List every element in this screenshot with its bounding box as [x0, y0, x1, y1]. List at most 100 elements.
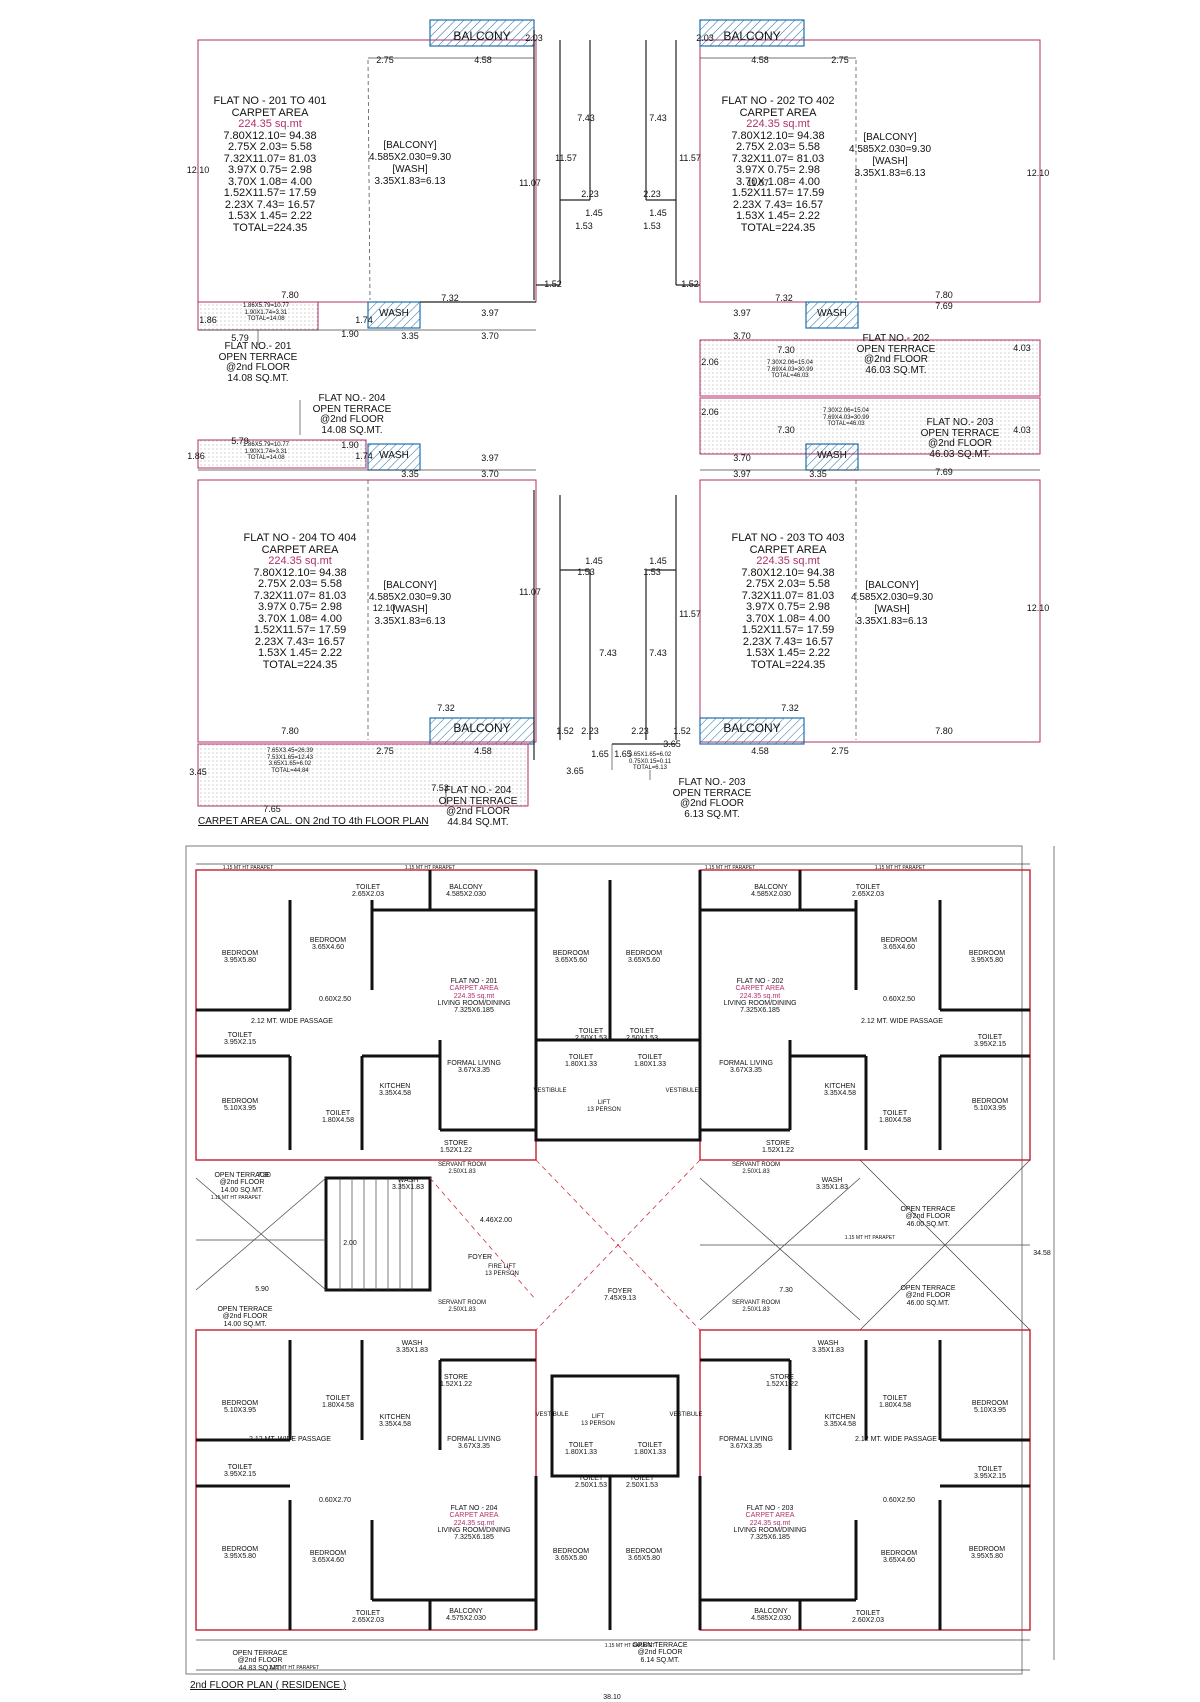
dimension-label: 7.80 — [281, 726, 299, 737]
dimension-label-line: 3.70 — [481, 331, 499, 341]
dimension-label-line: 0.60X2.70 — [319, 1497, 351, 1504]
flat-calc-block-line: 3.97X 0.75= 2.98 — [257, 601, 343, 614]
parapet-label: 1.15 MT HT PARAPET — [844, 1235, 896, 1242]
stair-treads — [339, 1178, 413, 1290]
dimension-label: 4.58 — [474, 746, 492, 757]
dimension-label: 1.52 — [681, 279, 699, 290]
room-label-line: 3.67X3.35 — [458, 1067, 490, 1075]
dimension-label: 11.57 — [679, 609, 701, 620]
room-label-line: 3.95X2.15 — [974, 1473, 1006, 1481]
dimension-label-line: 3.97 — [481, 453, 499, 463]
balcony-wash-note-line: [BALCONY] — [865, 580, 919, 591]
room-label-line: 4.575X2.030 — [446, 1615, 486, 1623]
dimension-label-line: 11.57 — [679, 609, 701, 619]
flat-calc-block-line: 7.80X12.10= 94.38 — [253, 566, 347, 579]
flat-calc-block-line: 1.53X 1.45= 2.22 — [735, 210, 821, 223]
dimension-label-line: 7.43 — [649, 113, 667, 123]
dimension-label: 3.97 — [481, 453, 499, 464]
terrace-label-line: OPEN TERRACE — [920, 427, 1000, 439]
dimension-label: 4.46X2.00 — [480, 1217, 512, 1225]
room-label-line: TOILET — [637, 1442, 663, 1449]
flat-label-line: 7.325X6.185 — [454, 1007, 494, 1015]
dimension-label: 3.65 — [566, 766, 584, 777]
dimension-label-line: 38.10 — [603, 1694, 621, 1701]
dimension-label: 7.32 — [781, 703, 799, 714]
dimension-label-line: 11.07 — [519, 587, 541, 597]
room-label-line: 3.95X5.80 — [971, 957, 1003, 965]
flat-calc-block-line: 7.32X11.07= 81.03 — [223, 152, 317, 165]
flat-label-line: LIVING ROOM/DINING — [723, 1000, 797, 1008]
lift-label-line: 13 PERSON — [587, 1106, 621, 1113]
room-label-line: 3.35X4.58 — [379, 1421, 411, 1429]
room-label-line: BEDROOM — [221, 1400, 259, 1407]
flat-calc-block-line: 7.32X11.07= 81.03 — [731, 152, 825, 165]
room-label-line: KITCHEN — [824, 1414, 856, 1421]
dimension-label: 11.07 — [519, 178, 541, 189]
upper-caption: CARPET AREA CAL. ON 2nd TO 4th FLOOR PLA… — [198, 816, 429, 827]
flat-calc-block-line: CARPET AREA — [261, 543, 339, 556]
flat-calc-block-line: TOTAL=224.35 — [232, 222, 308, 235]
dimension-label: 1.74 — [355, 315, 373, 326]
dimension-label-line: 2.06 — [701, 407, 719, 417]
dimension-label-line: 1.86 — [187, 451, 205, 461]
dimension-label-line: 7.30 — [779, 1287, 793, 1294]
terrace-calc-line: TOTAL=14.08 — [247, 455, 285, 462]
dimension-label: 1.90 — [341, 329, 359, 340]
balcony-wash-note-line: 3.35X1.83=6.13 — [374, 176, 446, 187]
dimension-label-line: 12.10 — [1026, 168, 1050, 178]
dimension-label-line: 12.10 — [186, 165, 210, 175]
passage-label: 2.12 MT. WIDE PASSAGE — [249, 1436, 331, 1444]
room-label-line: 3.65X5.60 — [555, 957, 587, 965]
room-label-line: 3.35X4.58 — [379, 1090, 411, 1098]
room-label-line: BEDROOM — [309, 937, 347, 944]
room-label-line: 5.10X3.95 — [224, 1407, 256, 1415]
dimension-label: 7.30 — [777, 345, 795, 356]
terrace-calc-line: 7.53X1.65=12.43 — [267, 754, 313, 761]
dimension-label-line: 2.75 — [376, 55, 394, 65]
room-label-line: 1.80X4.58 — [879, 1117, 911, 1125]
vestibule-label-line: VESTIBULE — [665, 1088, 699, 1094]
room-label-line: TOILET — [977, 1466, 1003, 1473]
terrace-label-line: 44.84 SQ.MT. — [447, 816, 509, 828]
dimension-label: 1.53 — [643, 221, 661, 232]
dimension-label-line: 1.74 — [355, 315, 373, 325]
dimension-label-line: 1.52 — [544, 279, 562, 289]
balcony-wash-note: [BALCONY]4.585X2.030=9.30[WASH]3.35X1.83… — [369, 140, 451, 188]
dimension-label: 3.35 — [401, 469, 419, 480]
dimension-label: 11.07 — [519, 587, 541, 598]
balcony-wash-note-line: [WASH] — [874, 604, 910, 615]
room-label-line: WASH — [397, 1177, 419, 1184]
terrace-label-line: 14.08 SQ.MT. — [321, 424, 383, 436]
balcony-wash-note-line: [WASH] — [392, 604, 428, 615]
parapet-label-line: 1.15 MT HT PARAPET — [844, 1235, 896, 1241]
dimension-label: 12.10 — [186, 165, 210, 176]
vestibule-label-line: VESTIBULE — [535, 1412, 569, 1418]
flat-calc-block-line: 2.75X 2.03= 5.58 — [735, 141, 821, 154]
room-label-line: 1.80X1.33 — [634, 1061, 666, 1069]
servant-room-label-line: 2.50X1.83 — [742, 1168, 770, 1175]
dimension-label-line: 1.53 — [643, 221, 661, 231]
lift-label-line: LIFT — [597, 1100, 611, 1106]
dimension-label-line: 3.70 — [733, 453, 751, 463]
room-label-line: 1.80X1.33 — [565, 1449, 597, 1457]
room-label-line: 3.35X1.83 — [812, 1347, 844, 1355]
dimension-label-line: 3.35 — [401, 469, 419, 479]
dimension-label: 5.90 — [255, 1286, 269, 1294]
room-label-line: STORE — [765, 1140, 790, 1147]
open-terrace-label-line: OPEN TERRACE — [900, 1285, 956, 1292]
dimension-label: 4.58 — [751, 746, 769, 757]
dimension-label-line: 2.00 — [343, 1240, 357, 1247]
